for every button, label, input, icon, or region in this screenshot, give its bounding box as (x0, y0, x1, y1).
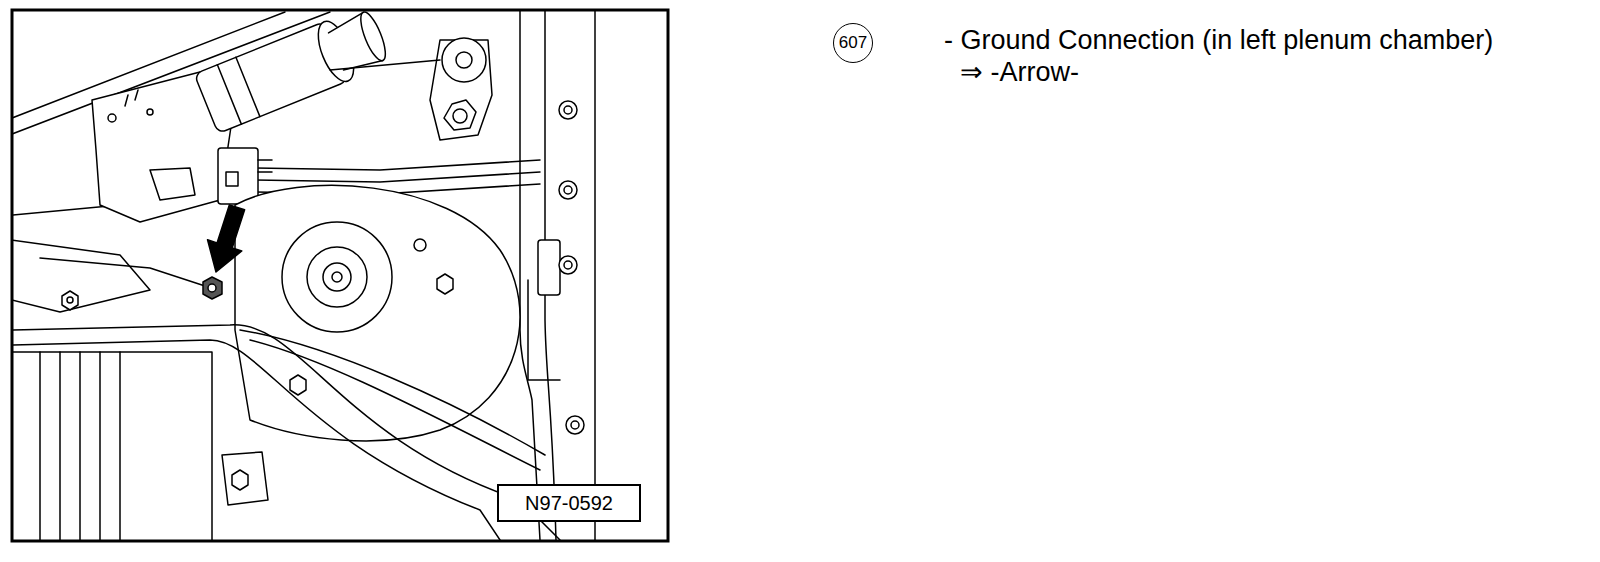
wiper-linkage (330, 60, 440, 70)
wiper-linkage (330, 38, 492, 140)
bolt-heads (564, 261, 572, 269)
body-flange (594, 11, 596, 540)
ground-stud (40, 258, 205, 286)
motor-plate (150, 168, 195, 200)
motor-plate (125, 90, 138, 106)
wiring-harness (258, 160, 272, 172)
wiper-motor (194, 11, 392, 134)
strut-tower (414, 239, 426, 251)
bolt-heads (232, 470, 248, 490)
bolt-heads (559, 101, 577, 119)
ground-stud (208, 284, 216, 292)
strut-tower (235, 185, 545, 470)
ground-stud (203, 277, 222, 299)
bolt-heads (62, 101, 584, 505)
body-flange (520, 11, 595, 540)
figure-number-box: N97-0592 (497, 484, 641, 522)
frame-rail (13, 352, 212, 540)
strut-tower (332, 272, 342, 282)
strut-tower (307, 247, 367, 307)
bolt-heads (67, 297, 73, 303)
callout-number: 607 (833, 23, 873, 63)
body-flange (528, 280, 560, 380)
figure-number-text: N97-0592 (525, 492, 613, 514)
bolt-heads (564, 106, 572, 114)
frame-rail (40, 352, 120, 540)
wiper-motor (217, 57, 260, 124)
bolt-heads (290, 375, 306, 395)
frame-rail (13, 240, 150, 312)
bolt-heads (559, 181, 577, 199)
wiring-harness (255, 160, 540, 170)
bolt-heads (222, 452, 268, 505)
wiring-harness (226, 172, 238, 186)
bolt-heads (62, 291, 78, 310)
wiper-motor (356, 11, 390, 64)
ground-stud (40, 258, 222, 299)
wiper-linkage (444, 100, 476, 130)
illustration-frame (12, 10, 668, 541)
callout-reference: ⇒ -Arrow- (960, 58, 1079, 88)
pointer-arrow (199, 202, 254, 278)
callout-number-text: 607 (839, 34, 867, 53)
wiring-harness (218, 148, 258, 204)
motor-plate (108, 114, 116, 122)
bolt-heads (566, 416, 584, 434)
strut-tower (250, 340, 540, 470)
wiper-linkage (442, 38, 486, 82)
bolt-heads (559, 256, 577, 274)
bolt-heads (437, 274, 453, 294)
strut-tower (323, 263, 351, 291)
motor-plate (147, 109, 153, 115)
wiper-linkage (453, 109, 467, 123)
bolt-heads (571, 421, 579, 429)
pointer-arrow (199, 202, 254, 278)
body-flange (538, 240, 560, 295)
strut-tower (282, 222, 392, 332)
frame-rail (13, 240, 560, 540)
callout-description: - Ground Connection (in left plenum cham… (944, 26, 1493, 56)
bolt-heads (564, 186, 572, 194)
strut-tower (235, 185, 520, 441)
wiper-linkage (456, 52, 472, 68)
wiring-harness (255, 172, 540, 182)
line-art (13, 11, 595, 540)
